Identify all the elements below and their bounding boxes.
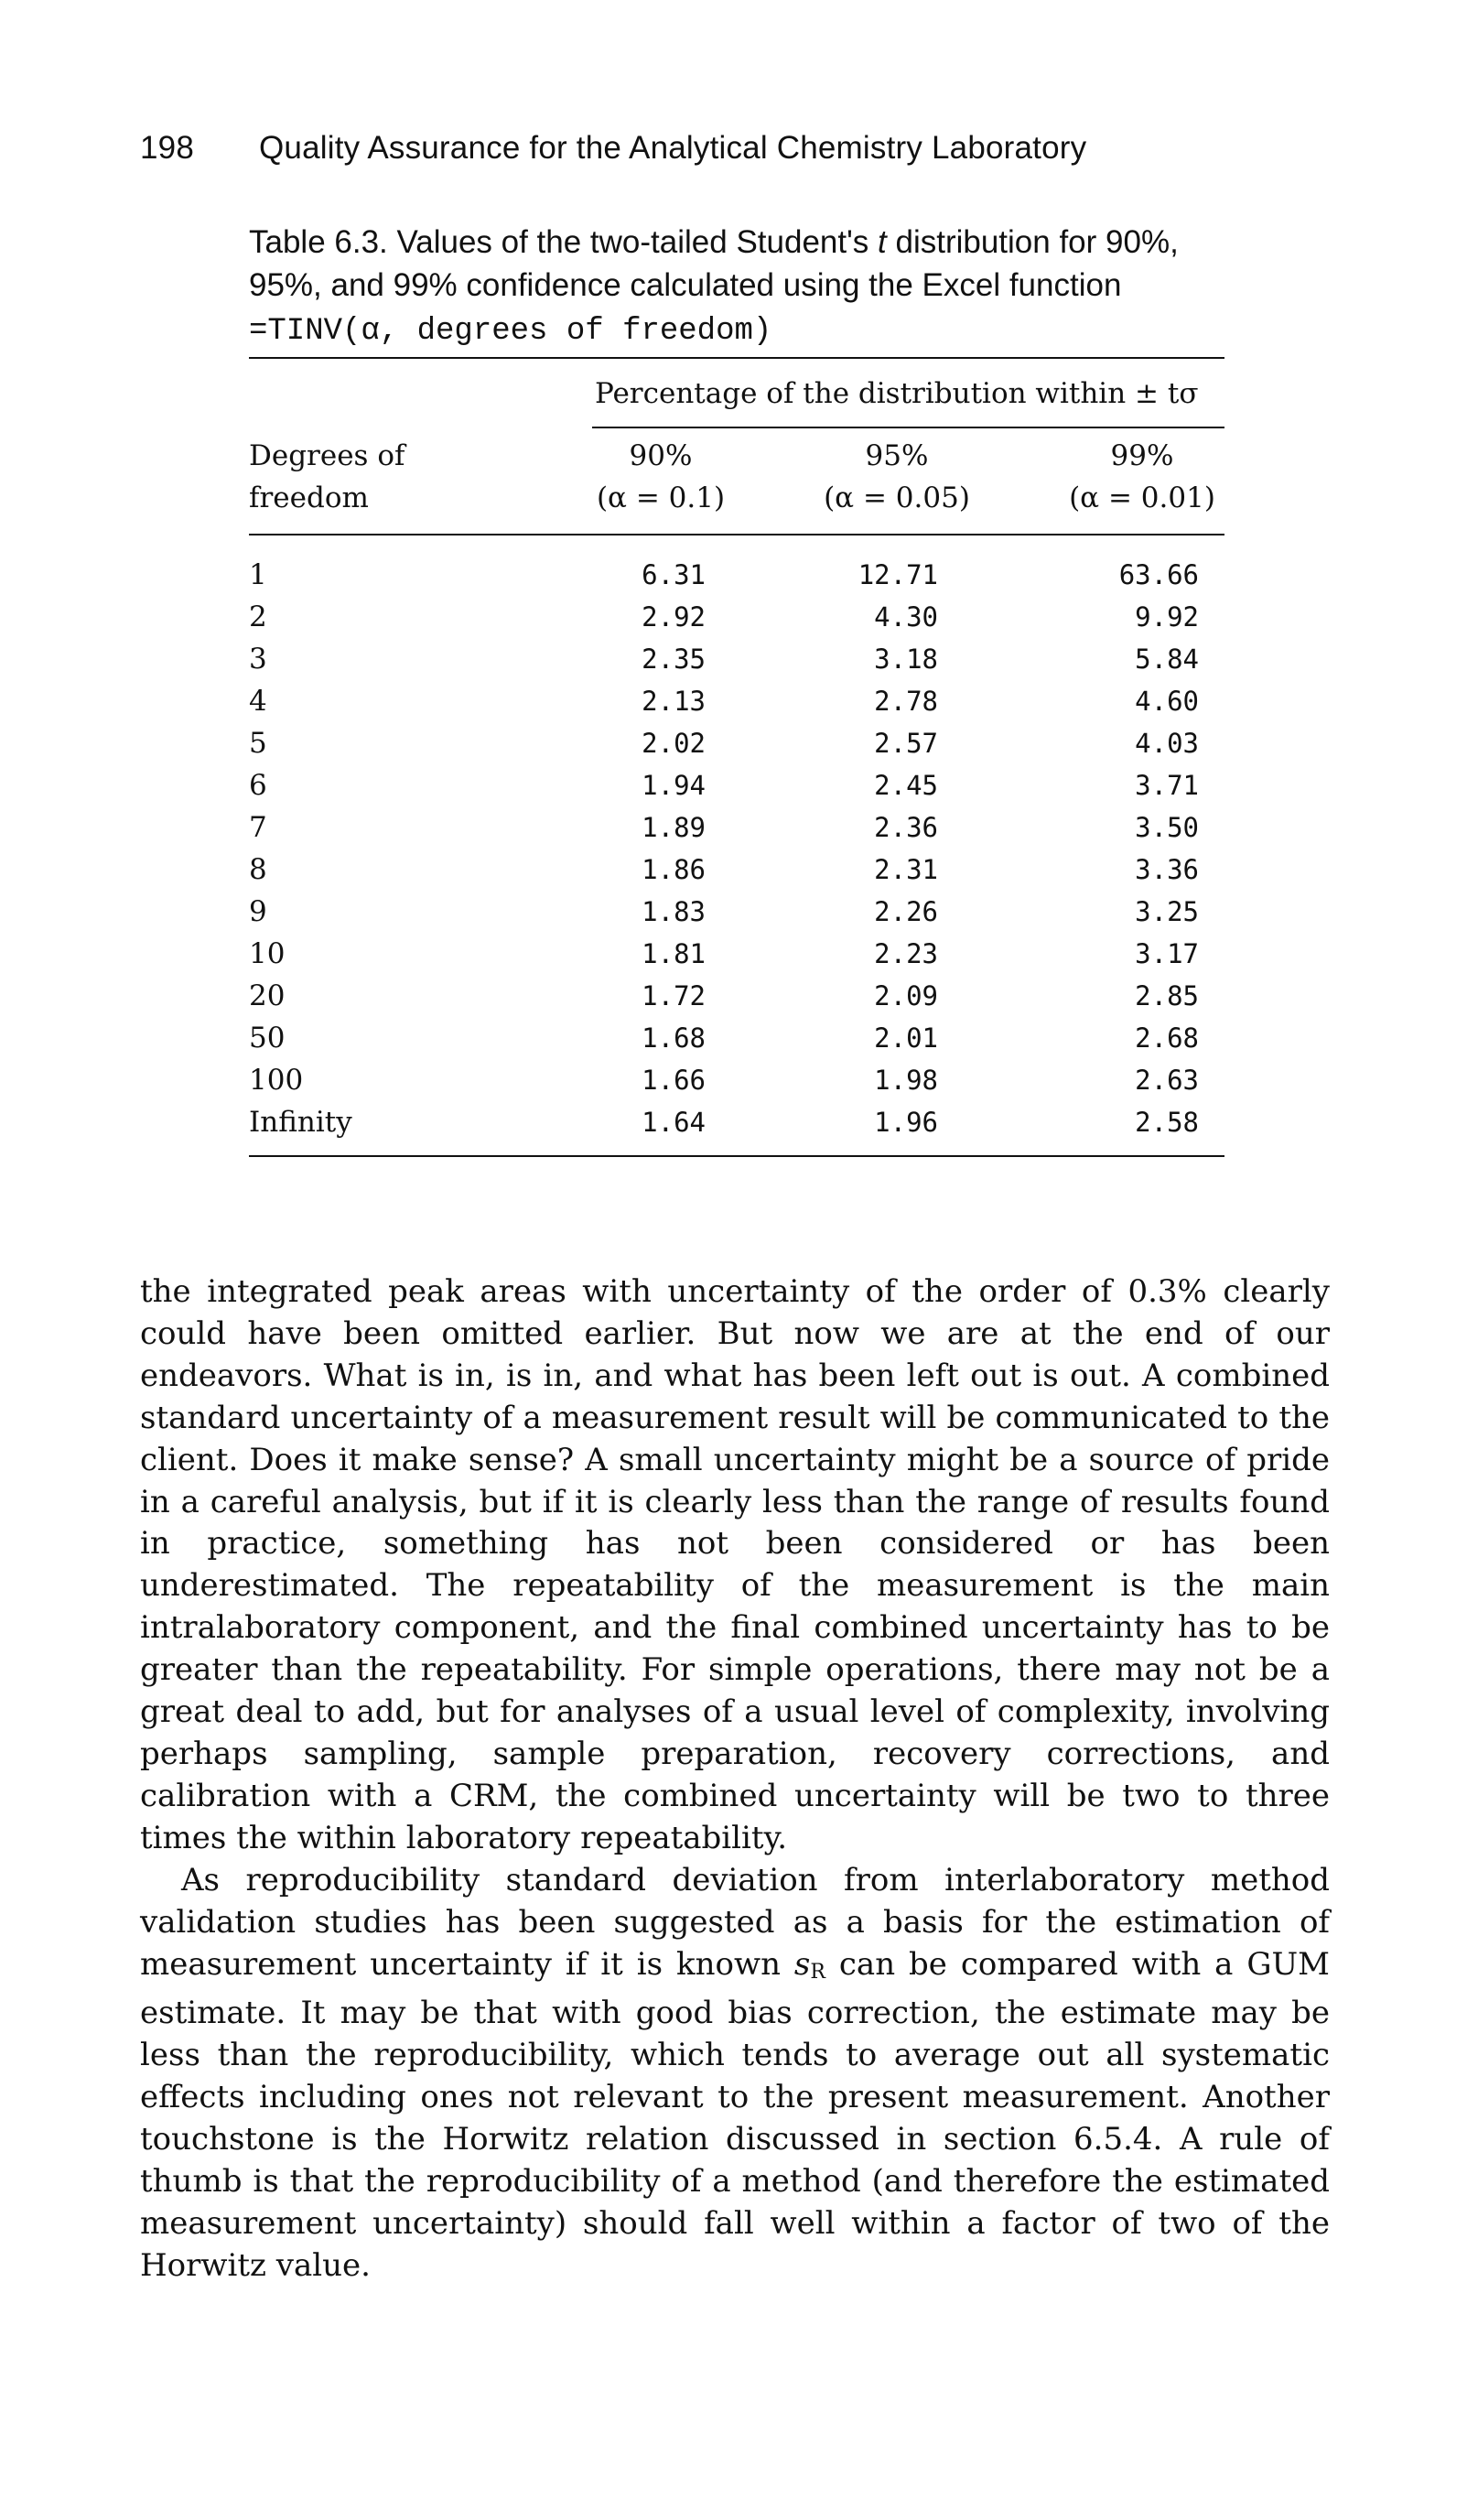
page-number: 198 xyxy=(140,130,194,166)
table-cell-dof: 50 xyxy=(249,1022,286,1055)
table-bottom-rule xyxy=(249,1155,1224,1157)
table-cell-dof: 4 xyxy=(249,685,267,718)
table-cell-dof: 10 xyxy=(249,937,286,970)
table-top-rule xyxy=(249,357,1224,359)
table-cell-value: 2.63 xyxy=(1135,1065,1199,1096)
paragraph-1: the integrated peak areas with uncertain… xyxy=(140,1273,1330,1856)
table-cell-dof: 6 xyxy=(249,769,267,802)
table-cell-value: 1.94 xyxy=(642,770,706,801)
table-cell-value: 2.58 xyxy=(1135,1107,1199,1138)
table-cell-value: 2.57 xyxy=(874,728,938,759)
table-cell-value: 2.45 xyxy=(874,770,938,801)
page-header: 198 Quality Assurance for the Analytical … xyxy=(140,130,1086,167)
col-header-95: 95% xyxy=(865,439,929,472)
caption-middle: distribution for 90%, 95%, and 99% confi… xyxy=(249,224,1179,303)
table-cell-value: 1.96 xyxy=(874,1107,938,1138)
col-header-90: 90% xyxy=(629,439,693,472)
table-cell-value: 2.78 xyxy=(874,686,938,717)
paragraph-2: As reproducibility standard deviation fr… xyxy=(140,1860,1330,2287)
table-cell-value: 5.84 xyxy=(1135,644,1199,675)
table-cell-value: 2.01 xyxy=(874,1022,938,1054)
table-cell-value: 2.13 xyxy=(642,686,706,717)
table-cell-dof: 8 xyxy=(249,853,267,886)
s-r-symbol: s xyxy=(793,1945,811,1983)
s-r-subscript: R xyxy=(810,1960,825,1984)
table-cell-dof: 9 xyxy=(249,895,267,928)
table-cell-value: 1.72 xyxy=(642,980,706,1011)
header-bottom-rule xyxy=(249,534,1224,535)
table-cell-dof: 5 xyxy=(249,727,267,760)
caption-prefix: Table 6.3. Values of the two-tailed Stud… xyxy=(249,224,879,260)
table-cell-value: 2.09 xyxy=(874,980,938,1011)
table-cell-value: 63.66 xyxy=(1118,559,1199,590)
running-title: Quality Assurance for the Analytical Che… xyxy=(259,130,1087,166)
col-alpha-90: (α = 0.1) xyxy=(596,481,726,514)
table-cell-dof: 2 xyxy=(249,600,267,633)
table-cell-value: 4.03 xyxy=(1135,728,1199,759)
table-cell-value: 2.02 xyxy=(642,728,706,759)
table-cell-value: 2.31 xyxy=(874,854,938,885)
table-cell-value: 3.36 xyxy=(1135,854,1199,885)
dof-header-line1: Degrees of xyxy=(249,439,405,472)
table-cell-value: 3.50 xyxy=(1135,812,1199,843)
table-cell-value: 1.98 xyxy=(874,1065,938,1096)
table-cell-value: 2.23 xyxy=(874,938,938,969)
table-cell-value: 2.92 xyxy=(642,601,706,633)
table-cell-value: 9.92 xyxy=(1135,601,1199,633)
table-cell-value: 1.66 xyxy=(642,1065,706,1096)
table-cell-value: 2.85 xyxy=(1135,980,1199,1011)
col-alpha-95: (α = 0.05) xyxy=(824,481,970,514)
caption-formula: =TINV(α, degrees of freedom) xyxy=(249,314,772,349)
table-cell-value: 1.64 xyxy=(642,1107,706,1138)
table-cell-value: 4.60 xyxy=(1135,686,1199,717)
paragraph-2-before: As reproducibility standard deviation fr… xyxy=(140,1861,1330,1983)
table-cell-value: 1.86 xyxy=(642,854,706,885)
caption-t-symbol: t xyxy=(878,224,887,260)
table-cell-value: 1.68 xyxy=(642,1022,706,1054)
spanner-rule xyxy=(592,427,1224,428)
table-cell-value: 2.35 xyxy=(642,644,706,675)
table-cell-value: 1.81 xyxy=(642,938,706,969)
table-cell-dof: Infinity xyxy=(249,1106,352,1139)
table-cell-value: 1.89 xyxy=(642,812,706,843)
col-header-99: 99% xyxy=(1110,439,1174,472)
body-text: the integrated peak areas with uncertain… xyxy=(140,1271,1330,2287)
dof-header-line2: freedom xyxy=(249,481,369,514)
col-alpha-99: (α = 0.01) xyxy=(1069,481,1215,514)
paragraph-2-after: can be compared with a GUM estimate. It … xyxy=(140,1945,1330,2284)
table-cell-value: 2.36 xyxy=(874,812,938,843)
table-cell-value: 4.30 xyxy=(874,601,938,633)
table-cell-value: 3.17 xyxy=(1135,938,1199,969)
table-cell-value: 2.26 xyxy=(874,896,938,927)
table-cell-value: 3.71 xyxy=(1135,770,1199,801)
table-cell-value: 6.31 xyxy=(642,559,706,590)
table-cell-dof: 7 xyxy=(249,811,267,844)
table-cell-value: 1.83 xyxy=(642,896,706,927)
table-cell-dof: 1 xyxy=(249,558,267,591)
table-spanner-header: Percentage of the distribution within ± … xyxy=(595,377,1199,410)
table-cell-value: 12.71 xyxy=(858,559,938,590)
table-cell-value: 3.18 xyxy=(874,644,938,675)
table-cell-value: 3.25 xyxy=(1135,896,1199,927)
table-cell-dof: 20 xyxy=(249,979,286,1012)
table-cell-value: 2.68 xyxy=(1135,1022,1199,1054)
table-cell-dof: 3 xyxy=(249,643,267,676)
table-cell-dof: 100 xyxy=(249,1064,304,1097)
table-caption: Table 6.3. Values of the two-tailed Stud… xyxy=(249,221,1256,353)
